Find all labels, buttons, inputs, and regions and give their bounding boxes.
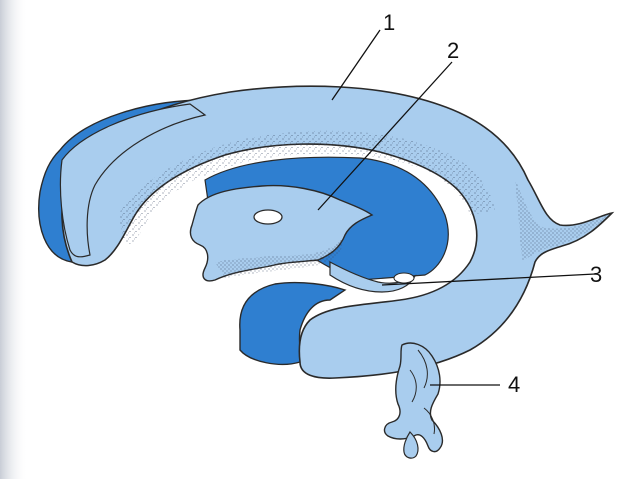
label-4: 4 bbox=[508, 372, 520, 397]
label-2: 2 bbox=[447, 38, 459, 63]
interthalamic-adhesion bbox=[254, 210, 282, 224]
page-edge-shade bbox=[0, 0, 28, 479]
label-1: 1 bbox=[383, 10, 395, 35]
aqueduct-opening bbox=[394, 273, 414, 283]
label-3: 3 bbox=[590, 262, 602, 287]
